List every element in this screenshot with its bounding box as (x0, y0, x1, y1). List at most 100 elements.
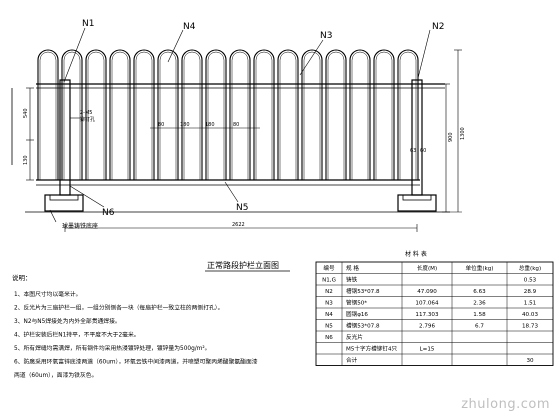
picket-arch-inner (303, 51, 321, 180)
picket-arch (349, 49, 371, 180)
right-post (411, 79, 423, 196)
picket-arch (205, 49, 227, 180)
note-line: 6、防腐采用环氧富锌底漆两道（60um），环氧云铁中间漆两道，并喷塑可聚丙烯酸聚… (14, 358, 258, 366)
table-cell: 107.064 (415, 301, 439, 307)
table-cell: N5 (325, 324, 333, 330)
anchor-note: 球墨铸铁底座 (62, 222, 98, 230)
picket-arch-inner (255, 51, 273, 180)
table-cell: 2.36 (473, 301, 486, 307)
dim-h-upper: 540 (23, 108, 29, 118)
note-line: 5、所有焊缝均需满焊，所有钢件均采用热浸镀锌处理，镀锌量为500g/m²。 (14, 344, 210, 352)
table-cell: 圆钢φ16 (346, 310, 368, 318)
leader-n5 (224, 181, 239, 203)
table-cell: 40.03 (522, 312, 538, 318)
table-cell: N6 (325, 335, 333, 341)
table-cell: N3 (325, 301, 333, 307)
table-cell: 117.303 (415, 312, 439, 318)
picket-arch (397, 49, 419, 180)
table-cell: 0.53 (524, 278, 537, 284)
picket-arch-inner (207, 51, 225, 180)
table-title: 材 料 表 (405, 250, 427, 258)
picket-arch (253, 49, 275, 180)
table-cell: L=15 (420, 347, 435, 353)
picket-arch (325, 49, 347, 180)
picket-arch (109, 49, 131, 180)
leader-n4 (167, 29, 184, 63)
picket-arch-inner (375, 51, 393, 180)
picket-arch-inner (159, 51, 177, 180)
picket-arch-inner (399, 51, 417, 180)
picket-arch-inner (87, 51, 105, 180)
picket-arch-inner (183, 51, 201, 180)
picket-arch-inner (135, 51, 153, 180)
table-cell: N2 (325, 289, 333, 295)
picket-arch (301, 49, 323, 180)
picket-arch (229, 49, 251, 180)
drawing-title: 正常路段护栏立面图 (207, 260, 279, 270)
picket-arch-inner (351, 51, 369, 180)
leader-anchor (49, 209, 57, 223)
picket-arch (373, 49, 395, 180)
dim-spacing-d: 80 (233, 122, 239, 128)
watermark: zhulong.com (461, 397, 550, 412)
picket-arch (133, 49, 155, 180)
table-border (315, 261, 554, 366)
note-line: 两道（60um），面漆为铁灰色。 (14, 371, 97, 379)
dim-spacing-a: 80 (158, 122, 164, 128)
table-cell: 47.090 (417, 289, 437, 295)
left-base-plate (49, 194, 79, 201)
right-base (397, 194, 437, 212)
table-cell: N4 (325, 312, 333, 318)
picket-arch-inner (63, 51, 81, 180)
table-cell: 6.7 (475, 324, 484, 330)
note-line: 1、本图尺寸均以毫米计。 (14, 290, 81, 298)
picket-arch (277, 49, 299, 180)
table-cell: 2.796 (419, 324, 435, 330)
table-cell: 槽钢53*07.8 (346, 322, 380, 330)
table-cell: 30 (526, 358, 534, 364)
label-n6: N6 (102, 208, 115, 218)
table-header-cell: 规 格 (346, 264, 359, 272)
table-cell: 1.51 (524, 301, 537, 307)
note-line: 2、反光片为三扇护栏一组，一组分别侧各一块（每扇护栏一致立柱的两侧打孔）。 (14, 304, 223, 312)
table-cell: 管钢50* (346, 299, 367, 307)
dim-spacing-b: 180 (180, 122, 190, 128)
label-n1: N1 (82, 19, 94, 29)
table-cell: 槽钢53*07.8 (346, 287, 380, 295)
label-n3: N3 (320, 31, 332, 41)
dim-post-b: 60 (420, 148, 426, 154)
table-cell: 28.9 (524, 289, 537, 295)
right-base-plate (402, 194, 432, 201)
table-cell: 合计 (346, 356, 358, 364)
leader-n6 (69, 185, 105, 208)
picket-arch (37, 49, 59, 180)
leader-n2 (417, 29, 431, 79)
picket-arch-inner (231, 51, 249, 180)
picket-arch (157, 49, 179, 180)
table-header-cell: 编号 (323, 264, 335, 272)
table-cell: 铸铁 (346, 276, 358, 284)
picket-arch-inner (327, 51, 345, 180)
table-cell: 6.63 (473, 289, 486, 295)
dim-h-right-outer: 1300 (460, 127, 466, 140)
leader-n1 (63, 27, 86, 83)
label-n2: N2 (432, 22, 444, 32)
picket-arch-inner (39, 51, 57, 180)
table-cell: 反光片 (346, 333, 363, 341)
picket-arch (61, 49, 83, 180)
picket-arches (37, 49, 419, 180)
left-base (44, 194, 84, 212)
picket-arch (85, 49, 107, 180)
note-line: 3、N2与N5焊接处为内外全部贯通焊接。 (14, 317, 121, 325)
notes-heading: 说明： (12, 273, 32, 282)
dim-post-a: 63 (410, 148, 416, 154)
table-cell: M5十字方槽铆钉4只 (346, 345, 398, 353)
dim-h-right-total: 900 (448, 132, 454, 142)
table-header-cell: 单位重(kg) (466, 264, 494, 272)
table-cell: N1,G (322, 278, 336, 284)
table-header-cell: 总重(kg) (519, 264, 541, 272)
picket-arch (181, 49, 203, 180)
